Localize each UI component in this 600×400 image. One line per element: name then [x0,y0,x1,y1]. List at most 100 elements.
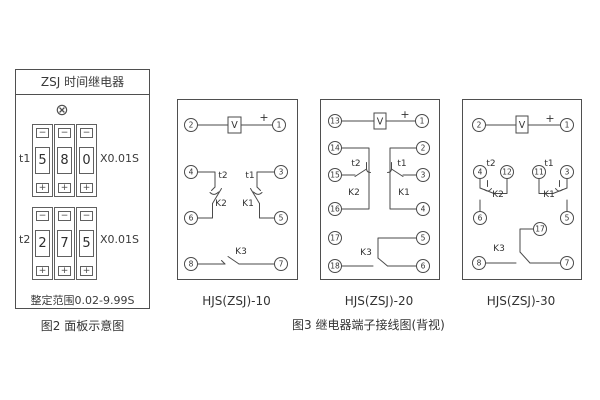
terminal-number: 18 [330,262,340,271]
thumbwheel-group-t1: − 5 + − 8 + − 0 + [32,124,97,197]
terminal-number: 11 [534,168,544,177]
delay-hook [366,162,371,173]
terminal-circle [184,211,198,225]
contact-group-k2: t2 4 12 K2 6 [473,159,514,225]
contact-label: K1 [543,190,555,200]
contact-label: K3 [493,244,505,254]
delay-arc [253,191,263,195]
terminal-number: 6 [189,214,194,223]
terminal-circle [473,211,487,225]
increment-button: + [58,183,71,193]
voltage-element-label: V [231,120,238,131]
digit-display: 7 [57,230,72,257]
wire [377,237,417,259]
panel-title: ZSJ 时间继电器 [16,70,149,95]
terminal-number: 4 [421,205,426,214]
contact-group-k1: t1 11 3 K1 5 [532,159,574,225]
contact-label: K1 [242,199,254,209]
contact-blade [354,168,367,177]
terminal-number: 3 [279,168,284,177]
thumbwheel: − 7 + [54,207,75,280]
terminal-circle [472,256,486,270]
wire [341,147,370,210]
power-row: 13 V + 1 [328,108,429,130]
contact-label: K2 [215,199,227,209]
wire [538,178,554,194]
terminal-number: 1 [565,121,570,130]
multiplier-t1: X0.01S [100,152,140,165]
wire [197,171,216,188]
digit-display: 5 [35,147,50,174]
terminal-number: 2 [421,144,426,153]
contact-tick [211,186,216,191]
terminal-number: 2 [189,121,194,130]
contact-group-k1: 2 3 4 t1 K1 [387,141,430,216]
terminal-number: 5 [565,214,570,223]
decrement-button: − [36,128,49,138]
setting-range-text: 整定范围0.02-9.99S [30,294,135,307]
terminal-circle [560,256,574,270]
time-contact-label: t2 [351,159,360,169]
wire [256,171,275,188]
wiring-diagram-hjs-zsj-30: 2 V + 1 t2 4 12 K2 6 t1 [462,99,582,280]
terminal-circle [560,211,574,225]
time-contact-label: t1 [397,159,406,169]
terminal-circle [416,259,430,273]
contact-blade [391,168,404,177]
decrement-button: − [58,128,71,138]
terminal-number: 12 [502,168,512,177]
terminal-circle [184,118,198,132]
wire [389,147,417,210]
delay-arc [209,191,219,195]
wire [493,178,508,194]
terminal-number: 6 [421,262,426,271]
power-row: V + 2 1 [184,111,286,134]
terminal-circle [328,259,342,273]
increment-button: + [58,266,71,276]
terminal-number: 7 [279,260,284,269]
terminal-circle [560,118,574,132]
terminal-circle [272,118,286,132]
contact-label: K3 [235,247,247,257]
decrement-button: − [36,211,49,221]
terminal-number: 3 [421,171,426,180]
terminal-number: 16 [330,205,340,214]
increment-button: + [36,183,49,193]
terminal-number: 1 [420,117,425,126]
terminal-circle [415,114,429,128]
figure3-caption: 图3 继电器端子接线图(背视) [292,318,445,332]
wiring-diagram-hjs-zsj-20: 13 V + 1 14 15 16 t2 K2 2 [320,99,440,280]
wire [259,203,275,219]
thumbwheel-group-t2: − 2 + − 7 + − 5 + [32,207,97,280]
terminal-number: 1 [277,121,282,130]
indicator-lamp-icon: ⊗ [55,100,69,119]
wiring-diagram-hjs-zsj-10: V + 2 1 4 6 t2 K2 3 [177,99,298,280]
contact-group-k2: 4 6 t2 K2 [184,165,228,225]
delay-arc [555,188,563,192]
row-label-t2: t2 [19,233,31,246]
contact-blade [250,188,260,204]
terminal-number: 2 [477,121,482,130]
contact-blade [377,257,388,267]
voltage-element-label: V [377,116,384,127]
terminal-circle [328,202,342,216]
power-row: 2 V + 1 [472,112,574,134]
contact-label: K3 [360,248,372,258]
terminal-number: 17 [330,234,340,243]
diagram-caption-hjs-zsj-20: HJS(ZSJ)-20 [344,294,414,308]
contact-blade [227,256,240,265]
terminal-number: 3 [565,168,570,177]
terminal-number: 14 [330,144,340,153]
terminal-circle [274,211,288,225]
thumbwheel: − 5 + [32,124,53,197]
figure2-caption: 图2 面板示意图 [40,319,125,333]
decrement-button: − [80,211,93,221]
contact-group-k3: 8 K3 7 [184,247,288,271]
time-contact-label: t2 [218,171,227,181]
terminal-circle [328,231,342,245]
contact-tick [256,186,261,191]
delay-hook [387,162,392,173]
delay-arc [484,188,492,192]
terminal-number: 17 [535,225,545,234]
terminal-number: 8 [477,259,482,268]
